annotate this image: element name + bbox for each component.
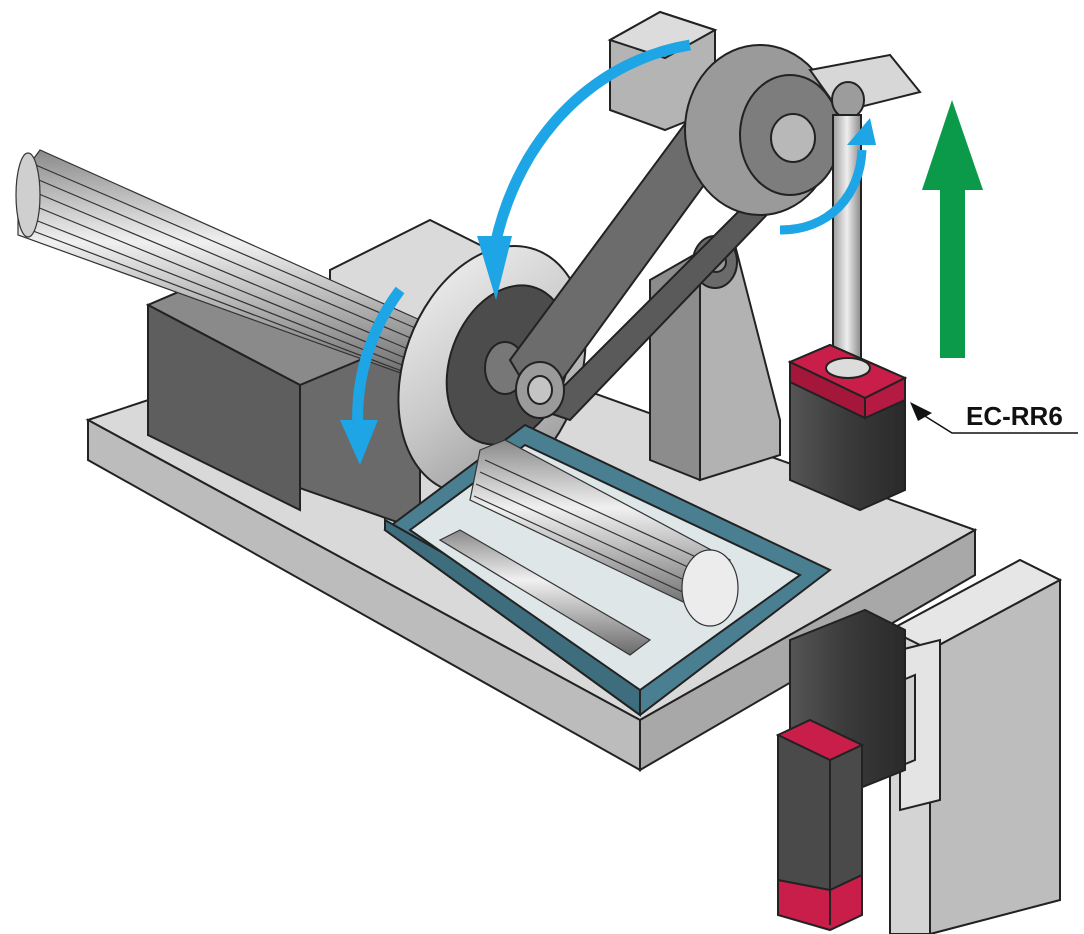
callout-label: EC-RR6 [966,401,1063,431]
cut-bar-pieces [438,439,739,656]
rotation-arrow-disc [489,39,691,247]
rotation-arrow-shaft [779,149,867,235]
actuator-ec-rr6 [787,343,908,512]
bar-stock-bundle [15,149,421,381]
lift-shaft [832,114,862,366]
upper-pulley [684,44,841,216]
callout-leader [910,402,1078,434]
curved-arrow-icon [847,118,876,145]
pulley-pedestal [649,235,781,482]
top-arm [808,53,922,119]
curved-arrow-icon [340,420,378,465]
drive-pulley-lower [515,361,565,419]
lower-actuator-body [775,608,906,932]
curved-arrow-icon [477,236,512,300]
rotation-arrow-feed [352,286,405,431]
up-arrow-icon [922,100,983,358]
